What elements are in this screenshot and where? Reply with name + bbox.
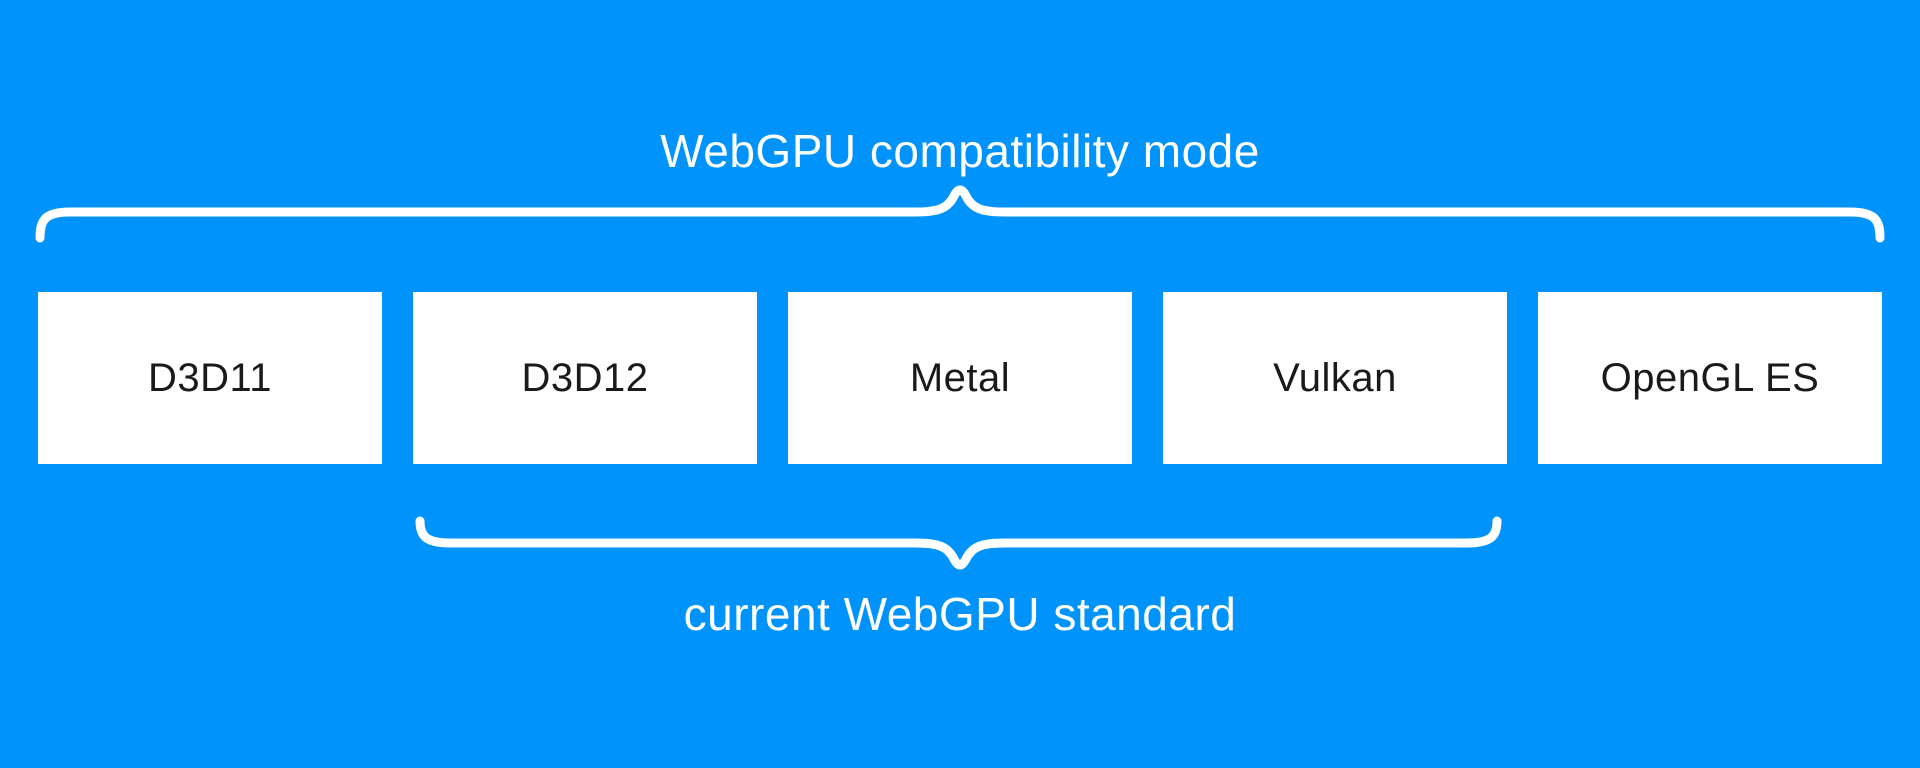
api-box-label: Vulkan <box>1273 355 1397 400</box>
api-box-label: Metal <box>909 355 1011 400</box>
api-box-metal: Metal <box>788 292 1132 464</box>
top-brace-label: WebGPU compatibility mode <box>660 125 1260 177</box>
api-box-label: D3D11 <box>147 355 273 400</box>
api-box-d3d12: D3D12 <box>413 292 757 464</box>
api-box-opengl-es: OpenGL ES <box>1538 292 1882 464</box>
api-box-label: OpenGL ES <box>1600 355 1820 400</box>
api-box-label: D3D12 <box>521 355 649 400</box>
api-box-d3d11: D3D11 <box>38 292 382 464</box>
bottom-brace <box>415 516 1502 570</box>
bottom-brace-label: current WebGPU standard <box>683 588 1237 640</box>
api-box-vulkan: Vulkan <box>1163 292 1507 464</box>
top-brace <box>35 185 1885 243</box>
api-box-row: D3D11 D3D12 Metal Vulkan OpenGL ES <box>38 292 1882 464</box>
